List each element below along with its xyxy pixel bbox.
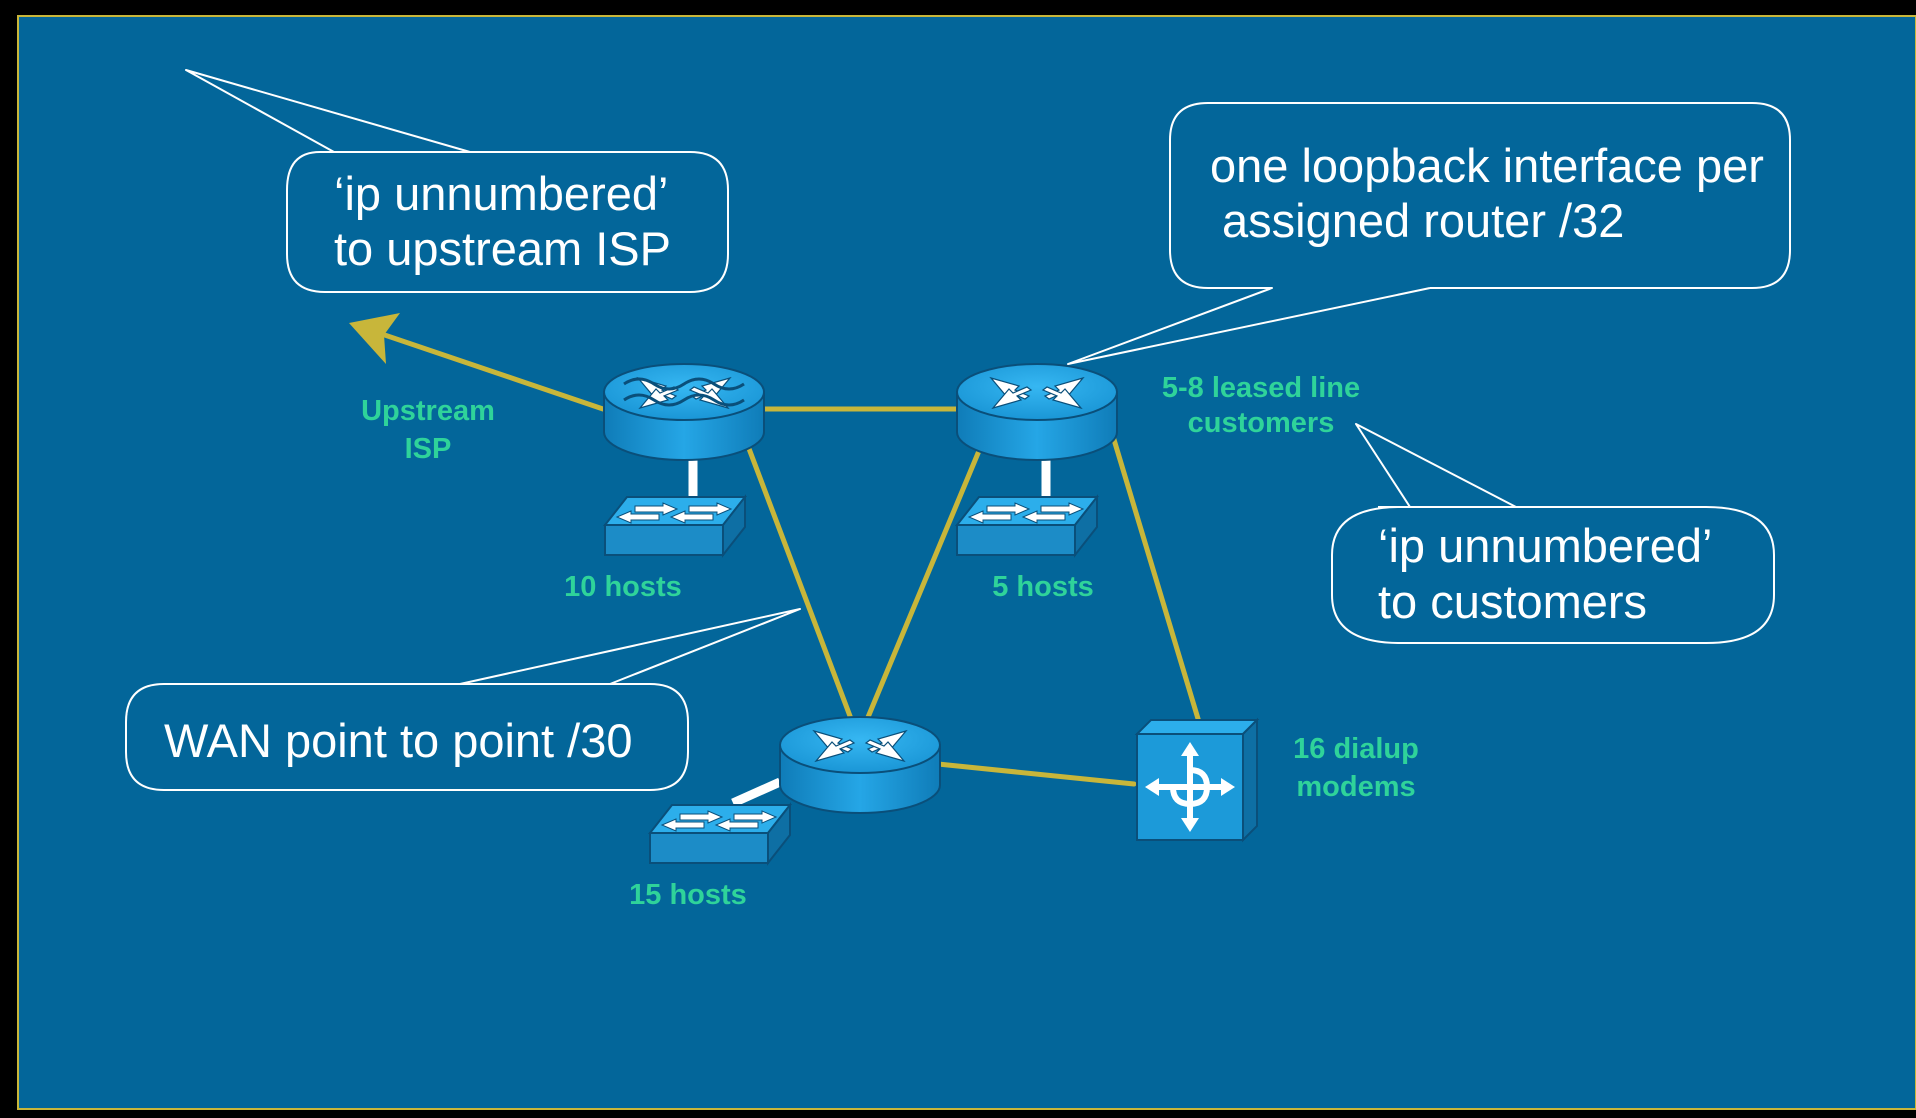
- switch-15-hosts: [649, 804, 791, 864]
- workgroup-switch-icon: [649, 804, 791, 864]
- label-dialup-line1: 16 dialup: [1293, 733, 1419, 765]
- label-upstream-isp-line2: ISP: [405, 433, 452, 465]
- callout-loopback-line2: assigned router /32: [1222, 194, 1624, 247]
- callout-loopback: one loopback interface per assigned rout…: [1067, 102, 1791, 365]
- workgroup-switch-icon: [956, 496, 1098, 556]
- callout-wan-line1: WAN point to point /30: [164, 714, 633, 767]
- callout-customers: ‘ip unnumbered’ to customers: [1331, 423, 1775, 644]
- access-server-icon: [1134, 717, 1260, 843]
- callout-loopback-line1: one loopback interface per: [1210, 139, 1764, 192]
- link-right-bottom: [863, 443, 984, 725]
- callout-customers-line2: to customers: [1378, 575, 1647, 628]
- link-right-modems: [1109, 430, 1202, 725]
- label-dialup-line2: modems: [1296, 771, 1415, 803]
- callout-upstream-line2: to upstream ISP: [334, 222, 671, 275]
- router-icon: [956, 363, 1118, 461]
- workgroup-switch-icon: [604, 496, 746, 556]
- router-right: [956, 363, 1118, 461]
- label-upstream-isp-line1: Upstream: [361, 395, 495, 427]
- callout-upstream: ‘ip unnumbered’ to upstream ISP: [185, 69, 729, 293]
- link-bottom-modems: [935, 761, 1137, 787]
- label-leased-line-line1: 5-8 leased line: [1162, 372, 1360, 404]
- callout-customers-line1: ‘ip unnumbered’: [1378, 519, 1712, 572]
- router-icon: [779, 716, 941, 814]
- callout-upstream-line1: ‘ip unnumbered’: [334, 167, 668, 220]
- router-bottom: [779, 716, 941, 814]
- router-icon: [603, 363, 765, 461]
- label-5-hosts: 5 hosts: [992, 571, 1094, 603]
- callout-wan: WAN point to point /30: [125, 608, 801, 791]
- network-links: [367, 327, 1202, 787]
- router-upstream: [603, 363, 765, 461]
- upstream-arrowhead: [349, 313, 400, 364]
- link-upstream-arrow: [367, 327, 606, 412]
- switch-uplinks: [688, 458, 1051, 808]
- switch-10-hosts: [604, 496, 746, 556]
- switch-5-hosts: [956, 496, 1098, 556]
- node-labels: Upstream ISP 10 hosts 5 hosts 15 hosts 5…: [361, 372, 1419, 911]
- label-10-hosts: 10 hosts: [564, 571, 682, 603]
- link-upstream-bottom: [745, 443, 856, 727]
- label-15-hosts: 15 hosts: [629, 879, 747, 911]
- label-leased-line-line2: customers: [1188, 407, 1335, 439]
